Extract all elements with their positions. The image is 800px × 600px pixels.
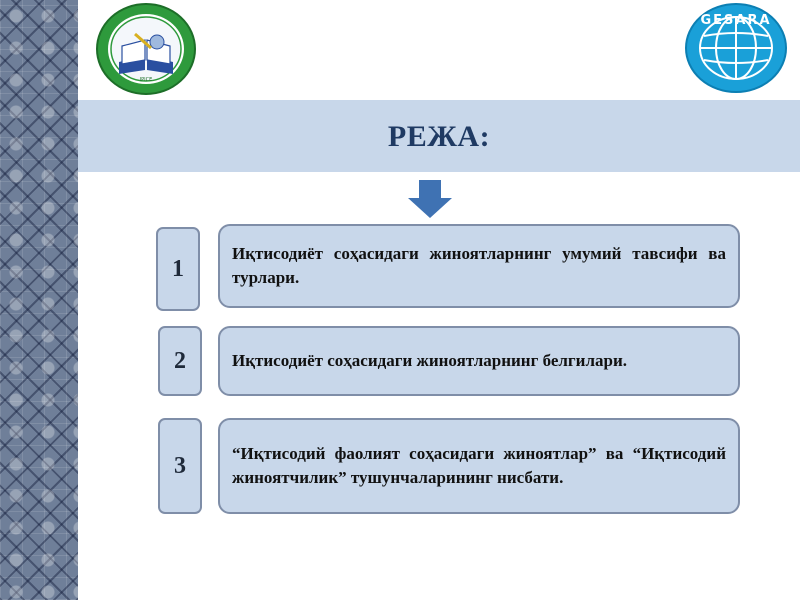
item-number-text: 2 (174, 347, 186, 374)
slide-title: РЕЖА: (387, 120, 491, 153)
decorative-side-pattern (0, 0, 78, 600)
item-text-box-1: Иқтисодиёт соҳасидаги жиноятларнинг умум… (218, 224, 740, 308)
logo-right-text: GESARA (700, 13, 771, 28)
logo-left-text: IPICE (140, 77, 153, 83)
item-text-box-3: “Иқтисодий фаолият соҳасидаги жиноятлар”… (218, 418, 740, 514)
item-text-3: “Иқтисодий фаолият соҳасидаги жиноятлар”… (232, 444, 726, 487)
institution-logo: IPICE (96, 3, 196, 95)
item-text-2: Иқтисодиёт соҳасидаги жиноятларнинг белг… (232, 351, 627, 370)
item-number-text: 1 (172, 255, 184, 282)
item-text-box-2: Иқтисодиёт соҳасидаги жиноятларнинг белг… (218, 326, 740, 396)
item-number-3: 3 (158, 418, 202, 514)
arrow-down-icon (408, 180, 452, 218)
item-text-1: Иқтисодиёт соҳасидаги жиноятларнинг умум… (232, 244, 726, 287)
gesara-logo: GESARA (685, 3, 787, 93)
title-band: РЕЖА: (78, 100, 800, 172)
item-number-1: 1 (156, 227, 200, 311)
item-number-2: 2 (158, 326, 202, 396)
item-number-text: 3 (174, 452, 186, 479)
